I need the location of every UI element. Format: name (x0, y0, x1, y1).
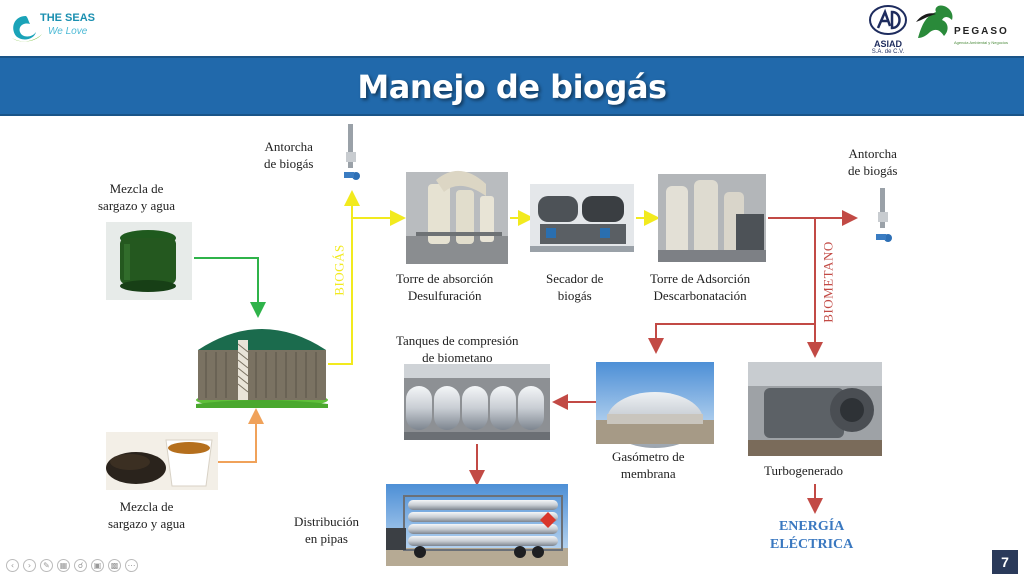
tanker-truck-image (386, 484, 568, 566)
seas-logo-text: THE SEAS (40, 12, 96, 24)
adsorption-tower-label: Torre de Adsorción Descarbonatación (650, 271, 751, 303)
sargassum-mix-label-top: Mezcla de sargazo y agua (98, 181, 176, 213)
turbogenerator-label: Turbogenerado (764, 463, 843, 478)
orange-flow-arrow (218, 408, 264, 463)
next-slide-icon[interactable]: › (23, 559, 36, 572)
subtitles-icon[interactable]: ▣ (91, 559, 104, 572)
slide-number: 7 (992, 550, 1018, 574)
grid-icon[interactable]: ▦ (57, 559, 70, 572)
slide-toolbar: ‹ › ✎ ▦ ☌ ▣ ▩ ⋯ (6, 559, 138, 572)
absorption-tower-label: Torre de absorción Desulfuración (396, 271, 494, 303)
zoom-icon[interactable]: ☌ (74, 559, 87, 572)
more-options-icon[interactable]: ⋯ (125, 559, 138, 572)
torch-label-2: Antorcha de biogás (848, 146, 898, 178)
turbogenerator-image (748, 362, 882, 456)
asiad-emblem-icon (869, 5, 907, 35)
pegasus-horse-icon (916, 5, 953, 38)
biometano-flow-label: BIOMETANO (820, 241, 836, 323)
pen-icon[interactable]: ✎ (40, 559, 53, 572)
absorption-tower-image (406, 170, 508, 264)
seas-logo-subtext: We Love (48, 26, 88, 37)
biogas-dryer-image (530, 184, 634, 252)
torch-icon (344, 124, 360, 180)
biogas-flow-label: BIOGÁS (331, 244, 347, 296)
biodigester-image (196, 329, 328, 408)
wave-logo-icon (12, 16, 42, 42)
biogas-flow-line (328, 190, 660, 365)
sargassum-water-image (106, 432, 218, 490)
asiad-logo-text: ASIAD (873, 39, 902, 49)
sargassum-mix-label-bottom: Mezcla de sargazo y agua (108, 499, 186, 531)
adsorption-tower-image (658, 174, 766, 262)
pegaso-logo: PEGASO Agencia Ambiental y Negocios (914, 2, 1018, 50)
torch-label-1: Antorcha de biogás (264, 139, 314, 171)
dryer-label: Secador de biogás (546, 271, 604, 303)
compression-tanks-image (404, 364, 550, 440)
pegaso-tagline: Agencia Ambiental y Negocios (954, 40, 1009, 45)
truck-distribution-label: Distribución en pipas (294, 514, 359, 546)
membrane-gasholder-image (596, 362, 714, 448)
compression-tanks-label: Tanques de compresión de biometano (396, 333, 519, 365)
title-banner: Manejo de biogás (0, 56, 1024, 116)
sargassum-jar-image (106, 222, 192, 300)
the-seas-logo: THE SEAS We Love (8, 8, 95, 48)
asiad-logo-subtext: S.A. de C.V. (871, 49, 905, 55)
electric-energy-label: ENERGÍA ELÉCTRICA (770, 519, 854, 552)
asiad-logo: ASIAD S.A. de C.V. (866, 4, 910, 55)
camera-icon[interactable]: ▩ (108, 559, 121, 572)
previous-slide-icon[interactable]: ‹ (6, 559, 19, 572)
torch-icon (876, 188, 892, 242)
gasholder-label: Gasómetro de membrana (612, 449, 685, 481)
pegaso-logo-text: PEGASO (954, 26, 1009, 37)
page-title: Manejo de biogás (357, 68, 667, 106)
biometano-flow-line (469, 210, 858, 514)
green-flow-arrow (194, 257, 266, 318)
